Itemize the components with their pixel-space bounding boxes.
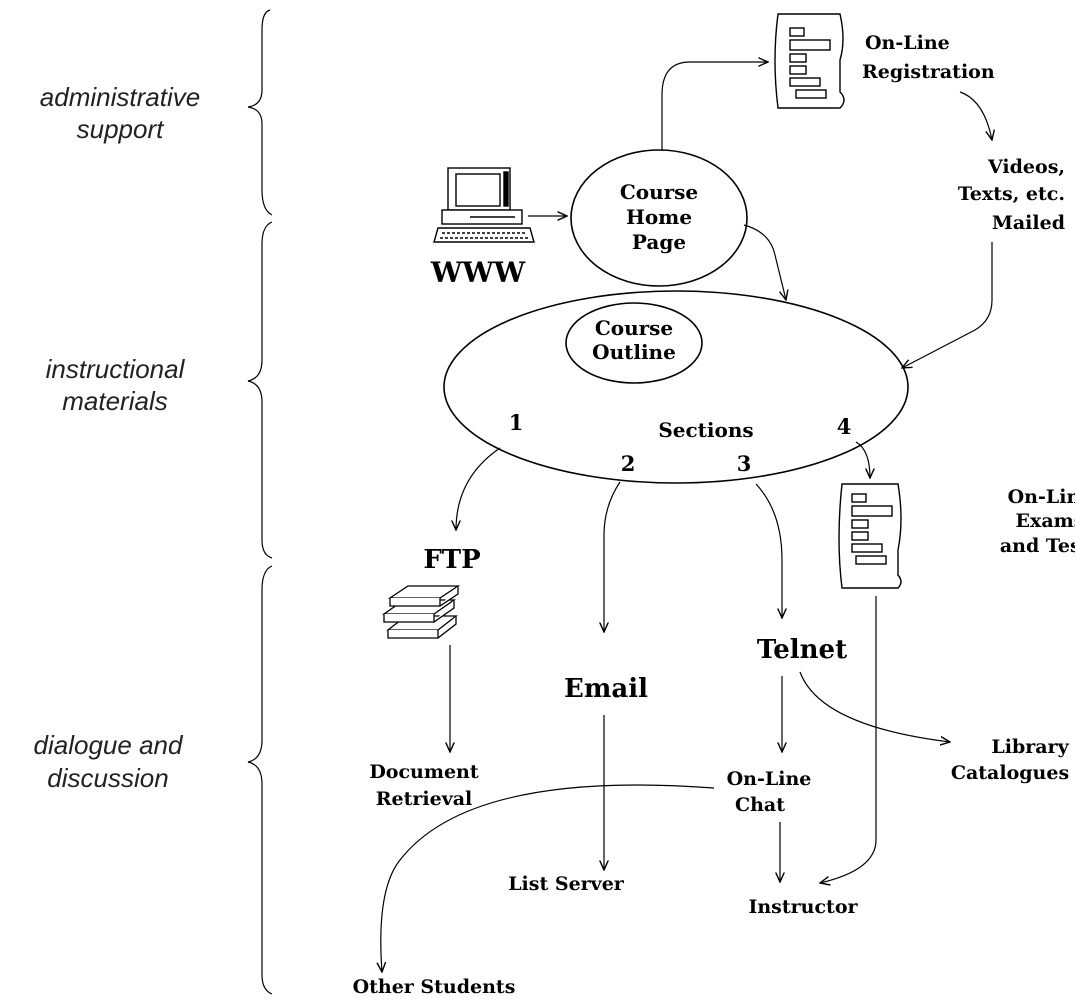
label-support: support (77, 114, 165, 144)
arrow-section1-to-ftp (456, 447, 501, 530)
arrow-section3-to-telnet (755, 483, 782, 618)
list-server-label: List Server (508, 873, 625, 895)
course-home-line1: Course (620, 180, 698, 204)
arrow-registration-to-videos (959, 91, 992, 140)
label-administrative: administrative (40, 82, 200, 112)
arrow-telnet-to-library (799, 671, 950, 742)
other-students-label: Other Students (353, 976, 516, 998)
course-outline-line2: Outline (592, 340, 676, 364)
label-instructional: instructional (46, 354, 186, 384)
computer-icon (433, 167, 535, 243)
course-home-line3: Page (632, 230, 686, 254)
registration-line1: On-Line (865, 32, 950, 54)
arrow-chat-to-students (381, 784, 715, 972)
chat-line1: On-Line (727, 768, 812, 790)
registration-document-icon (774, 13, 845, 109)
arrow-home-to-registration (661, 62, 768, 150)
registration-line2: Registration (862, 61, 995, 83)
brace-dialogue (247, 565, 273, 995)
www-label: WWW (430, 256, 526, 289)
document-line2: Retrieval (376, 788, 473, 810)
section-number-2: 2 (621, 451, 636, 476)
section-number-1: 1 (509, 410, 524, 435)
instructor-label: Instructor (748, 896, 858, 918)
exams-line3: and Tests (1000, 535, 1075, 557)
library-line2: Catalogues (951, 762, 1069, 784)
course-outline-node (565, 302, 703, 384)
exams-document-icon (838, 483, 902, 589)
books-icon (381, 585, 461, 639)
arrow-section4-to-exams (855, 441, 870, 478)
exams-line1: On-Line (1008, 486, 1075, 508)
brace-administrative (247, 9, 273, 216)
email-label: Email (564, 674, 648, 704)
videos-line3: Mailed (992, 212, 1065, 234)
brace-instructional (247, 221, 273, 559)
arrow-exams-to-instructor (820, 596, 877, 883)
chat-line2: Chat (735, 794, 785, 816)
videos-line1: Videos, (987, 156, 1065, 178)
sections-label: Sections (658, 418, 753, 442)
section-number-3: 3 (737, 451, 752, 476)
course-outline-line1: Course (595, 316, 673, 340)
arrow-home-to-sections (743, 224, 786, 300)
exams-line2: Exams (1016, 510, 1075, 532)
label-dialogue: dialogue and (34, 730, 184, 760)
label-discussion: discussion (47, 763, 168, 793)
document-line1: Document (369, 761, 479, 783)
ftp-label: FTP (423, 545, 480, 575)
section-number-4: 4 (837, 414, 852, 439)
arrow-section2-to-email (604, 481, 621, 632)
arrow-videos-to-sections (902, 242, 993, 368)
videos-line2: Texts, etc. (958, 183, 1065, 205)
sections-ellipse (443, 290, 909, 484)
label-materials: materials (62, 386, 167, 416)
course-home-page-node (570, 149, 748, 287)
telnet-label: Telnet (757, 635, 847, 665)
library-line1: Library (991, 736, 1069, 758)
course-home-line2: Home (626, 205, 692, 229)
